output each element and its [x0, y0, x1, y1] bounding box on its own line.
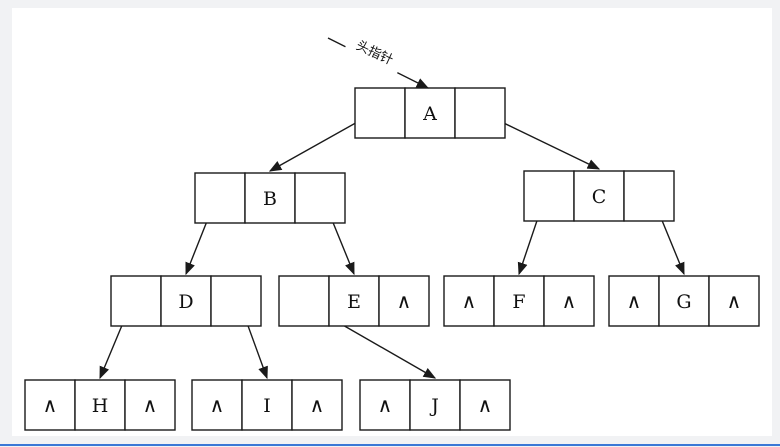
node-h-data-cell: [74, 379, 126, 431]
node-g-right-null-symbol: ∧: [727, 289, 742, 313]
node-i: I ∧ ∧: [191, 379, 343, 431]
node-h-left-pointer-cell: [24, 379, 76, 431]
node-e-left-pointer-cell: [278, 275, 330, 327]
node-d-right-pointer-cell: [210, 275, 262, 327]
node-d: D: [110, 275, 262, 327]
node-c-left-pointer-cell: [523, 170, 575, 222]
node-f: F ∧ ∧: [443, 275, 595, 327]
node-j-left-null-symbol: ∧: [378, 393, 393, 417]
node-i-label: I: [263, 395, 271, 417]
node-c-data-cell: [573, 170, 625, 222]
node-b-data-cell: [244, 172, 296, 224]
node-a: A: [354, 87, 506, 139]
node-g-label: G: [676, 291, 691, 313]
node-d-left-pointer-cell: [110, 275, 162, 327]
head-pointer: 头指针: [327, 25, 430, 89]
node-i-right-null-symbol: ∧: [310, 393, 325, 417]
node-h-right-pointer-cell: [124, 379, 176, 431]
head-pointer-label-bg: [341, 25, 409, 79]
node-a-label: A: [422, 103, 437, 125]
node-f-label: F: [512, 291, 525, 313]
node-h: H ∧ ∧: [24, 379, 176, 431]
node-d-label: D: [178, 291, 193, 313]
node-h-right-null-symbol: ∧: [143, 393, 158, 417]
node-f-left-null-symbol: ∧: [462, 289, 477, 313]
node-a-data-cell: [404, 87, 456, 139]
node-j-data-cell: [409, 379, 461, 431]
node-i-right-pointer-cell: [291, 379, 343, 431]
node-c: C: [523, 170, 675, 222]
node-e: E∧: [278, 275, 430, 327]
node-e-right-null-symbol: ∧: [397, 289, 412, 313]
node-a-right-pointer-cell: [454, 87, 506, 139]
node-h-left-null-symbol: ∧: [43, 393, 58, 417]
node-i-left-null-symbol: ∧: [210, 393, 225, 417]
node-c-label: C: [592, 186, 607, 208]
node-d-data-cell: [160, 275, 212, 327]
node-b-left-pointer-cell: [194, 172, 246, 224]
node-j-left-pointer-cell: [359, 379, 411, 431]
node-i-left-pointer-cell: [191, 379, 243, 431]
node-j-right-null-symbol: ∧: [478, 393, 493, 417]
node-f-right-pointer-cell: [543, 275, 595, 327]
node-g-left-null-symbol: ∧: [627, 289, 642, 313]
node-h-label: H: [92, 395, 109, 417]
diagram-background: [12, 8, 772, 436]
node-b: B: [194, 172, 346, 224]
node-j-label: J: [429, 395, 439, 417]
node-j-right-pointer-cell: [459, 379, 511, 431]
node-j: J ∧ ∧: [359, 379, 511, 431]
node-g-data-cell: [658, 275, 710, 327]
node-e-right-pointer-cell: [378, 275, 430, 327]
node-e-label: E: [347, 291, 361, 313]
node-c-right-pointer-cell: [623, 170, 675, 222]
node-e-data-cell: [328, 275, 380, 327]
node-a-left-pointer-cell: [354, 87, 406, 139]
node-g: G ∧ ∧: [608, 275, 760, 327]
node-f-right-null-symbol: ∧: [562, 289, 577, 313]
node-b-label: B: [263, 188, 277, 210]
node-i-data-cell: [241, 379, 293, 431]
node-g-right-pointer-cell: [708, 275, 760, 327]
node-b-right-pointer-cell: [294, 172, 346, 224]
